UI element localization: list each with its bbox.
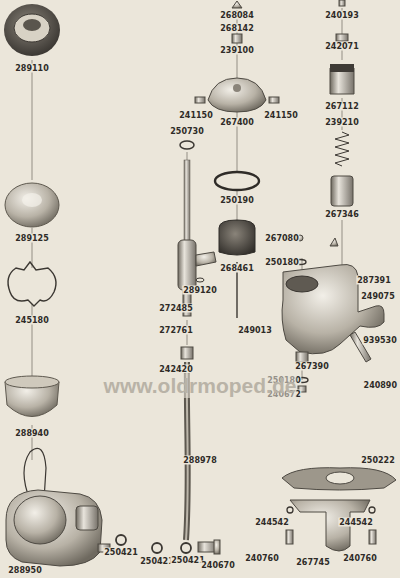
part-number: 241150 xyxy=(263,111,298,120)
rubber-cap xyxy=(4,4,60,56)
part-number: 288940 xyxy=(14,429,49,438)
intake-flange xyxy=(282,468,396,551)
part-number: 250190 xyxy=(219,196,254,205)
part-number: 240760 xyxy=(342,554,377,563)
part-number: 242420 xyxy=(158,365,193,374)
part-number: 288950 xyxy=(7,566,42,575)
part-number: 267346 xyxy=(324,210,359,219)
part-number: 245180 xyxy=(14,316,49,325)
part-number: 267400 xyxy=(219,118,254,127)
part-number: 288978 xyxy=(182,456,217,465)
part-number: 267112 xyxy=(324,102,359,111)
part-number: 272761 xyxy=(158,326,193,335)
air-slide-parts xyxy=(195,1,279,318)
part-number: 289125 xyxy=(14,234,49,243)
float-bowl-cup xyxy=(5,376,59,417)
part-number: 268461 xyxy=(219,264,254,273)
carburettor-parts xyxy=(282,0,384,392)
part-number: 240760 xyxy=(244,554,279,563)
part-number: 267080 xyxy=(264,234,299,243)
part-number: 240890 xyxy=(363,381,398,390)
part-number: 268084 xyxy=(219,11,254,20)
part-number: 239210 xyxy=(324,118,359,127)
part-number: 240670 xyxy=(200,561,235,570)
wire-clip xyxy=(8,262,56,306)
part-number: 267745 xyxy=(295,558,330,567)
part-number: 249075 xyxy=(360,292,395,301)
part-number: 244542 xyxy=(338,518,373,527)
part-number: 244542 xyxy=(254,518,289,527)
part-number: 242071 xyxy=(324,42,359,51)
part-number: 241150 xyxy=(178,111,213,120)
part-number: 250421 xyxy=(103,548,138,557)
banjo-bolt xyxy=(198,540,220,554)
part-number: 289120 xyxy=(182,286,217,295)
part-number: 289110 xyxy=(14,64,49,73)
part-number: 250730 xyxy=(169,127,204,136)
part-number: 267390 xyxy=(294,362,329,371)
part-number: 272485 xyxy=(158,304,193,313)
part-number: 287391 xyxy=(356,276,391,285)
part-number: 240193 xyxy=(324,11,359,20)
watermark: www.oldrmoped.de xyxy=(104,374,297,398)
part-number: 249013 xyxy=(237,326,272,335)
part-number: 268142 xyxy=(219,24,254,33)
dome-disc xyxy=(5,183,59,227)
float-chamber xyxy=(6,448,110,566)
part-number: 250222 xyxy=(360,456,395,465)
part-number: 939530 xyxy=(362,336,397,345)
part-number: 239100 xyxy=(219,46,254,55)
part-number: 250180 xyxy=(264,258,299,267)
